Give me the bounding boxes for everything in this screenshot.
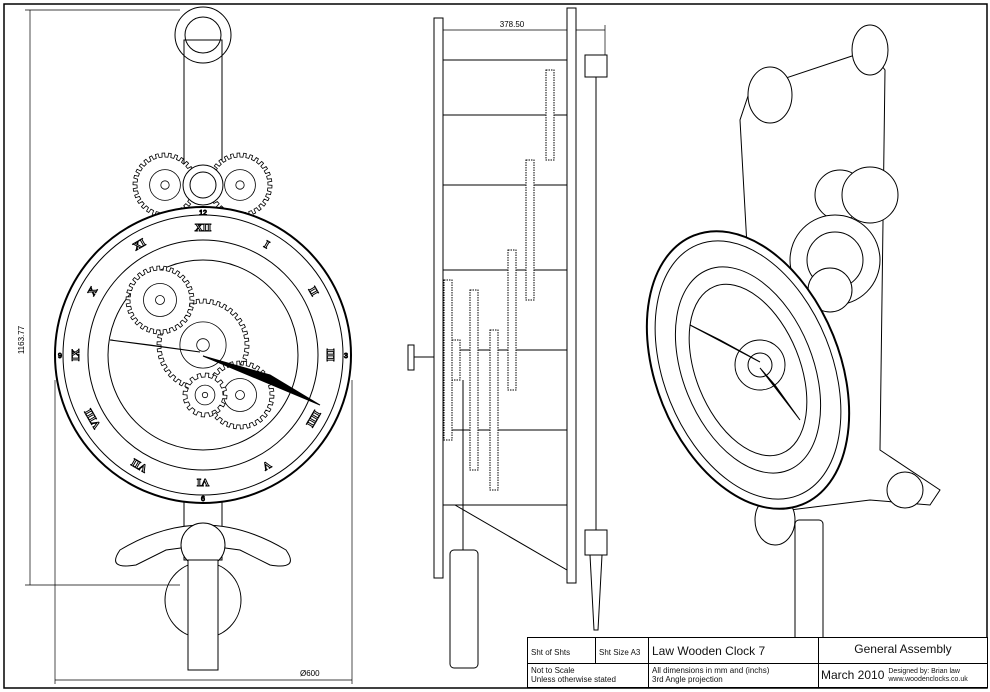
gear — [125, 265, 195, 335]
diameter-dimension: Ø600 — [300, 669, 320, 678]
right-wheel — [207, 152, 273, 218]
gear-right — [207, 152, 273, 218]
hour-hand — [202, 355, 321, 406]
units-note-line1: All dimensions in mm and (inchs) — [652, 666, 770, 675]
minute-hand — [109, 339, 201, 353]
isometric-view — [645, 24, 941, 666]
side-view — [407, 7, 608, 669]
scale-note-line1: Not to Scale — [531, 666, 575, 675]
front-plate — [433, 17, 444, 579]
side-weight — [449, 549, 479, 669]
scale-note: Not to Scale Unless otherwise stated — [527, 663, 649, 688]
dimension-lines — [25, 9, 606, 684]
dial-numeral: XII — [195, 222, 212, 234]
side-gear — [525, 159, 535, 301]
dial-numeral: VI — [197, 476, 209, 488]
side-gear — [451, 339, 461, 381]
hanging-loop — [174, 6, 232, 64]
height-dimension: 1163.77 — [17, 325, 26, 354]
sheet-count: Sht of Shts — [527, 637, 596, 664]
side-gear — [489, 329, 499, 491]
side-gear — [469, 289, 479, 471]
side-gear — [507, 249, 517, 391]
back-plate — [566, 7, 577, 584]
pinion — [182, 372, 228, 418]
dial-label: 3 — [344, 353, 348, 360]
drawing-border — [3, 3, 988, 689]
side-gear-stack — [443, 69, 555, 491]
weight — [187, 559, 219, 671]
dial-label: 6 — [201, 496, 205, 503]
dial-numeral: IX — [70, 349, 82, 361]
designer: Designed by: Brian law — [888, 667, 960, 675]
website: www.woodenclocks.co.uk — [888, 675, 968, 683]
units-note: All dimensions in mm and (inchs) 3rd Ang… — [648, 663, 819, 688]
dial-numeral: III — [324, 349, 336, 362]
units-note-line2: 3rd Angle projection — [652, 675, 723, 684]
scale-note-line2: Unless otherwise stated — [531, 675, 616, 684]
drawing-date: March 2010 — [821, 668, 885, 682]
sheet-size: Sht Size A3 — [595, 637, 649, 664]
dial-label: 9 — [58, 353, 62, 360]
drawing-title: Law Wooden Clock 7 — [648, 637, 819, 664]
date-designer: March 2010 Designed by: Brian law www.wo… — [818, 663, 988, 688]
dial-numeral: XI — [131, 237, 148, 254]
depth-dimension: 378.50 — [500, 20, 525, 29]
dial-numeral: I — [262, 239, 272, 252]
escapement-dial — [182, 164, 224, 206]
side-gear — [443, 279, 453, 441]
pendulum-bracket — [115, 524, 291, 567]
drawing-name: General Assembly — [818, 637, 988, 664]
side-gear — [545, 69, 555, 161]
dial-label: 12 — [199, 210, 207, 217]
